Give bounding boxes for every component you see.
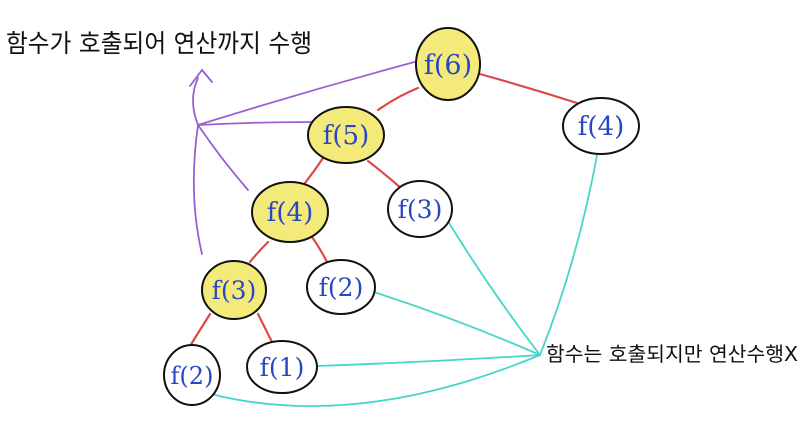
node-f3-mid-circle (387, 180, 453, 238)
node-f4-left-circle (251, 181, 329, 243)
edge-f6-f5 (376, 86, 420, 112)
edge-f3-f2-left (188, 312, 212, 348)
edge-f5-f4-left (303, 156, 325, 185)
node-f5: f(5) (307, 106, 385, 164)
node-f6-root: f(6) (415, 27, 481, 101)
node-f2-left-circle (163, 344, 221, 406)
cyan-to-f1 (317, 354, 541, 367)
purple-to-f6 (197, 59, 423, 126)
cyan-to-f3-mid (445, 217, 541, 356)
edge-f6-f4-right (478, 72, 579, 105)
node-f4-left-label: f(4) (267, 198, 313, 228)
node-f1-circle (246, 340, 318, 394)
edge-f4-f3-left (248, 240, 270, 264)
evaluated-pointer-lines (189, 59, 423, 255)
purple-to-f4 (197, 124, 249, 191)
node-f5-circle (307, 106, 385, 164)
purple-to-f5 (197, 121, 313, 126)
node-f3-left-circle (201, 260, 267, 320)
node-f4-right-label: f(4) (578, 112, 624, 142)
purple-arrow-shaft (192, 77, 199, 126)
annotation-not-evaluated: 함수는 호출되지만 연산수행X (546, 342, 798, 366)
node-f4-left: f(4) (251, 181, 329, 243)
node-f3-left: f(3) (201, 260, 267, 320)
node-f4-right-circle (562, 97, 640, 155)
node-f2-left-label: f(2) (171, 362, 214, 390)
annotation-evaluated: 함수가 호출되어 연산까지 수행 (6, 29, 312, 58)
purple-arrow-head (189, 68, 213, 87)
node-f3-mid: f(3) (387, 180, 453, 238)
non-evaluated-pointer-lines (214, 149, 599, 408)
edge-f5-f3-mid (366, 159, 404, 191)
node-f2-mid: f(2) (306, 259, 376, 315)
cyan-to-f2-left (214, 354, 541, 408)
node-f2-mid-label: f(2) (319, 273, 364, 302)
cyan-to-f2-mid (373, 291, 541, 356)
node-f1-label: f(1) (260, 353, 305, 382)
node-f3-left-label: f(3) (212, 276, 257, 305)
node-f6-root-label: f(6) (424, 50, 472, 81)
node-f6-root-circle (415, 27, 481, 101)
node-f5-label: f(5) (323, 121, 369, 151)
node-f1: f(1) (246, 340, 318, 394)
node-f2-left: f(2) (163, 344, 221, 406)
edge-f3-f1 (256, 312, 274, 344)
purple-to-f3 (192, 124, 203, 255)
node-f4-right: f(4) (562, 97, 640, 155)
node-f3-mid-label: f(3) (398, 195, 443, 224)
node-f2-mid-circle (306, 259, 376, 315)
edge-f4-f2-mid (308, 232, 329, 264)
cyan-to-f4-right (539, 149, 599, 356)
